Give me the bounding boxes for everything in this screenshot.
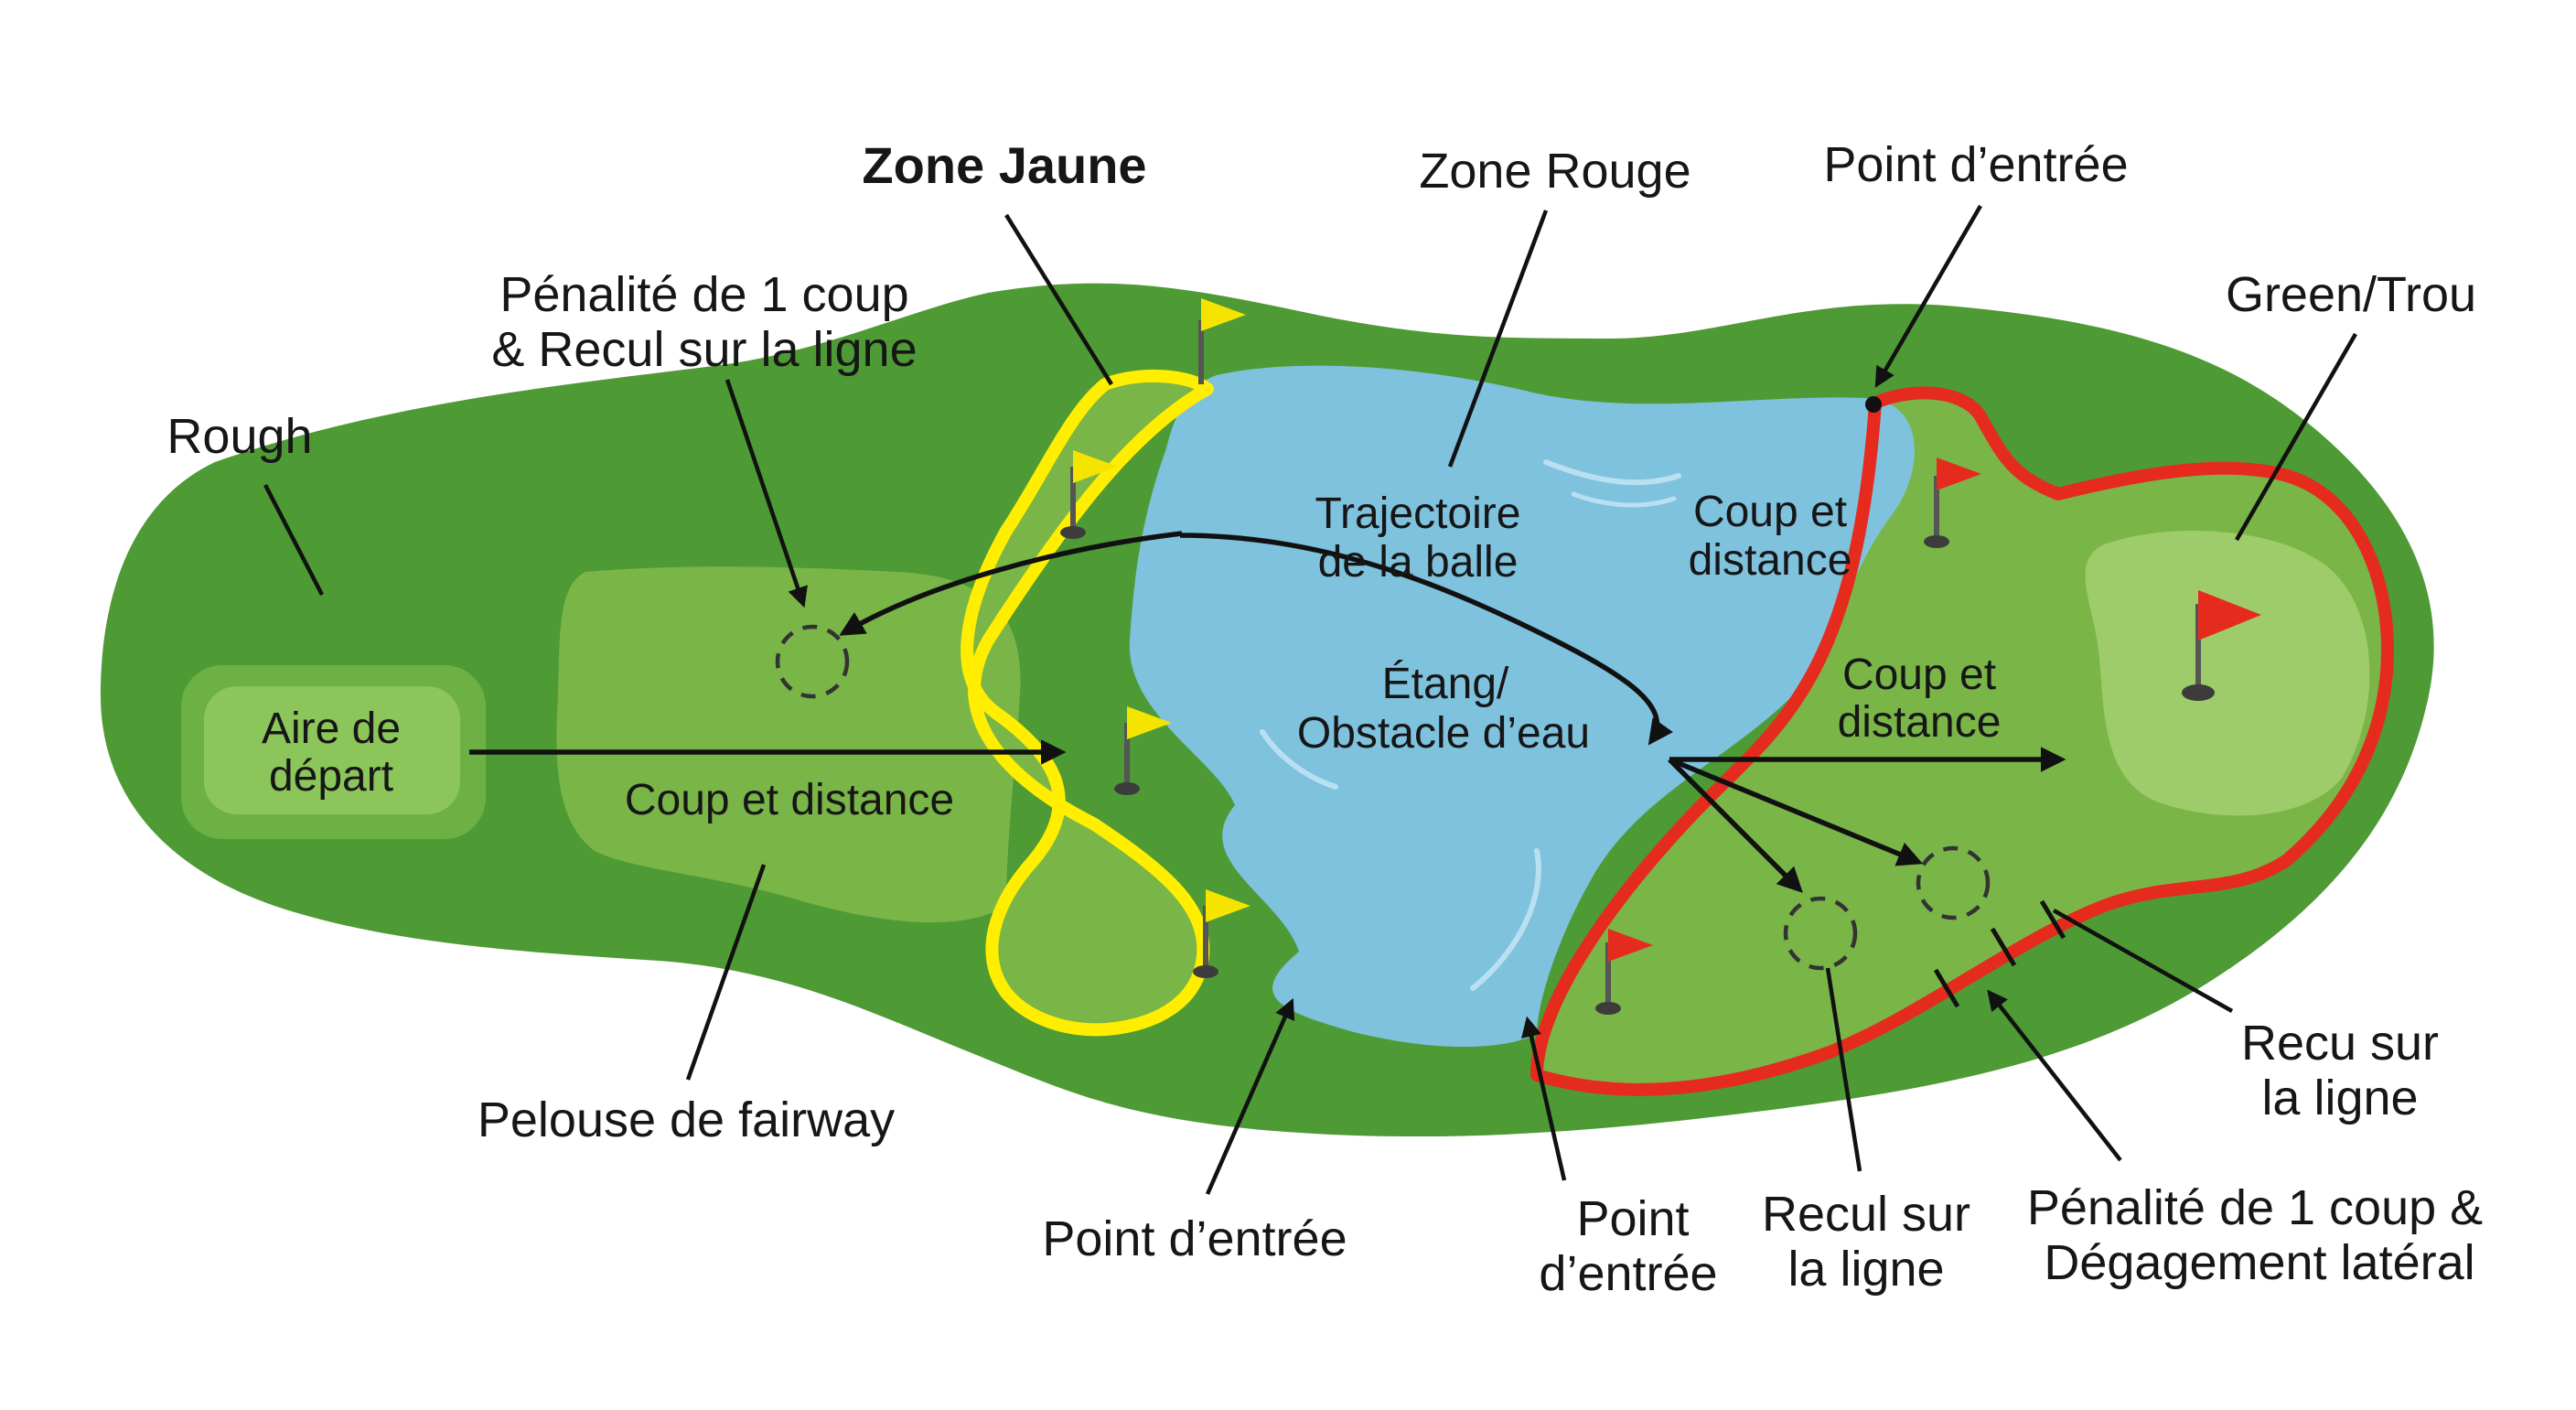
yellow-flag-icon: [1193, 889, 1250, 978]
yellow-flag-icon: [1198, 298, 1246, 384]
drop-zone-circle: [775, 624, 850, 699]
leader-entry-point-top: [1874, 204, 1982, 388]
label-fairway: Pelouse de fairway: [478, 1092, 895, 1147]
label-entry-point-top: Point d’entrée: [1823, 137, 2128, 192]
label-rough: Rough: [166, 409, 312, 464]
label-entry-point-left: Point d’entrée: [1042, 1211, 1347, 1266]
label-trajectory-line1: Trajectoire: [1315, 490, 1521, 538]
label-red-zone: Zone Rouge: [1419, 144, 1690, 199]
tee-box: [204, 686, 460, 814]
label-penalty-back-line1: Pénalité de 1 coup: [499, 267, 908, 322]
red-line-tick: [1990, 927, 2017, 967]
yellow-penalty-line: [961, 370, 1214, 1037]
label-pond-line1: Étang/: [1382, 660, 1509, 708]
entry-point-dot: [1865, 396, 1882, 413]
red-penalty-line: [1530, 386, 2394, 1096]
leader-lateral-relief: [1987, 989, 2122, 1162]
label-stroke-distance-right-line2: distance: [1838, 698, 2002, 747]
label-pond-line2: Obstacle d’eau: [1297, 709, 1590, 758]
label-recu-on-line-line1: Recu sur: [2241, 1016, 2439, 1071]
leader-entry-point-left: [1205, 997, 1295, 1195]
red-flag-icon: [1924, 457, 1981, 548]
yellow-flag-icon: [1060, 450, 1118, 539]
leader-rough: [263, 483, 324, 597]
leader-back-on-line: [1825, 967, 1862, 1172]
water-ripple: [1543, 459, 1681, 486]
yellow-flag-icon: [1114, 706, 1172, 795]
label-lateral-relief-line1: Pénalité de 1 coup &: [2027, 1180, 2483, 1235]
red-flag-icon: [1595, 929, 1653, 1015]
leader-yellow-zone: [1004, 213, 1113, 386]
red-line-tick: [1933, 968, 1960, 1008]
label-stroke-distance-pond-line2: distance: [1689, 536, 1852, 585]
label-back-on-line-line2: la ligne: [1787, 1242, 1944, 1297]
label-tee-line2: départ: [269, 752, 393, 801]
label-entry-point-bottom-line1: Point: [1576, 1191, 1689, 1246]
water-ripple: [1470, 848, 1541, 991]
drop-zone-circle: [1916, 845, 1991, 920]
label-tee-line1: Aire de: [262, 705, 401, 753]
label-trajectory-line2: de la balle: [1318, 538, 1519, 587]
label-recu-on-line-line2: la ligne: [2261, 1071, 2418, 1125]
stroke-distance-back-arrow: [839, 531, 1183, 636]
label-penalty-back-line2: & Recul sur la ligne: [491, 322, 917, 377]
lateral-relief-arrow: [1668, 757, 1924, 866]
water-ripple: [1260, 729, 1338, 790]
label-yellow-zone: Zone Jaune: [862, 136, 1146, 194]
label-entry-point-bottom-line2: d’entrée: [1539, 1246, 1717, 1301]
label-green-hole: Green/Trou: [2226, 267, 2476, 322]
hole-flag-icon: [2182, 590, 2261, 701]
fairway-area: [556, 566, 1021, 923]
leader-recu-on-line: [2052, 909, 2234, 1013]
red-line-tick: [2039, 899, 2066, 940]
leader-green: [2235, 332, 2357, 542]
label-back-on-line-line1: Recul sur: [1762, 1187, 1970, 1242]
leader-entry-point-bottom: [1521, 1016, 1567, 1181]
label-stroke-distance-right-line1: Coup et: [1842, 651, 1996, 699]
drop-zone-circle: [1783, 896, 1858, 971]
water-ripple: [1571, 491, 1677, 508]
leader-fairway: [685, 864, 767, 1081]
back-on-line-arrow: [1668, 758, 1803, 893]
label-stroke-distance-pond-line1: Coup et: [1693, 488, 1847, 536]
label-stroke-distance-fairway: Coup et distance: [625, 776, 954, 824]
pond: [1129, 365, 1915, 1048]
leader-red-zone: [1447, 210, 1549, 468]
label-lateral-relief-line2: Dégagement latéral: [2044, 1235, 2474, 1290]
putting-green: [2085, 531, 2370, 816]
leader-penalty-back-on-line[interactable]: [724, 379, 808, 608]
ball-trajectory-arrow: [1179, 533, 1673, 746]
